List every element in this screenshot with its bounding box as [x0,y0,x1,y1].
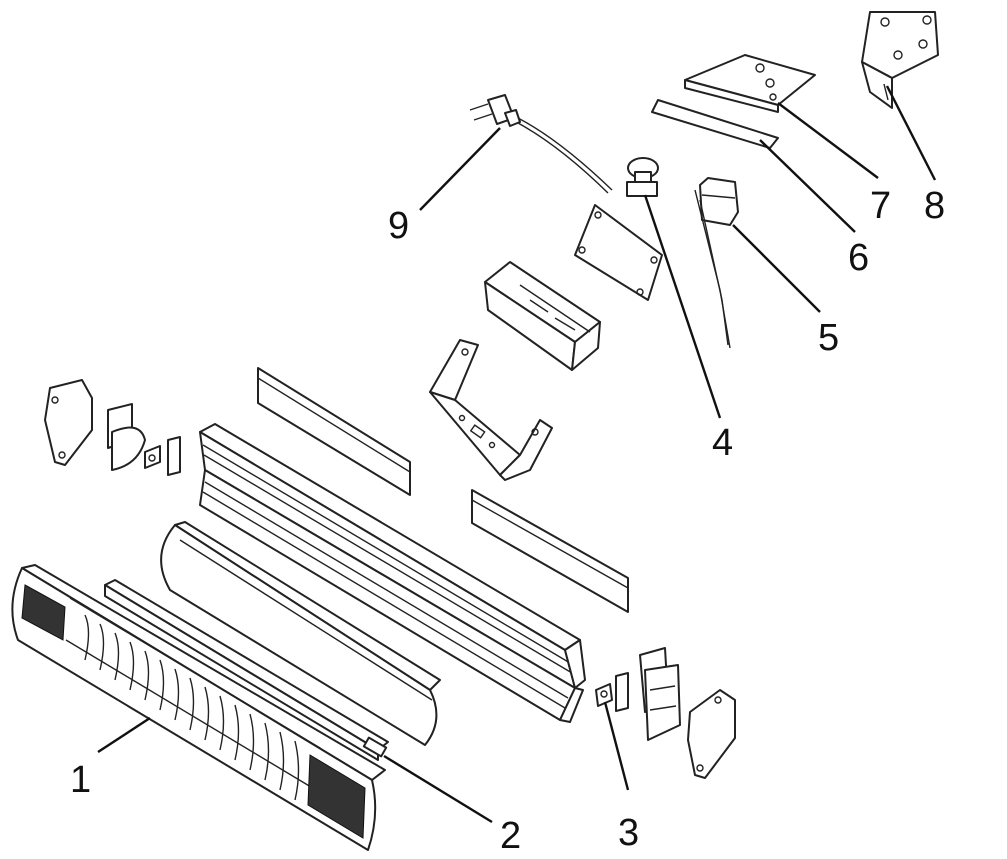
leader-8 [885,85,937,181]
part-u-bracket [429,339,553,481]
part-cover-plate [574,204,663,301]
part-inner-reflector [160,521,441,746]
callout-labels: 1 2 3 4 5 6 7 8 9 [70,185,945,857]
part-end-bracket-right [639,647,681,741]
callout-3: 3 [618,812,639,854]
part-front-grille [11,564,386,851]
callout-6: 6 [848,237,869,279]
part-power-cord [469,94,613,194]
leader-4 [643,194,722,419]
callout-1: 1 [70,759,91,801]
part-top-plate-left [257,367,411,496]
callout-8: 8 [924,185,945,227]
callout-7: 7 [870,185,891,227]
part-heating-element [104,579,389,761]
part-mounting-plate [684,54,816,113]
leader-1 [97,716,151,754]
callout-9: 9 [388,205,409,247]
part-wall-bracket [861,11,939,109]
part-main-body [199,423,586,723]
leader-3 [603,701,630,791]
callout-5: 5 [818,317,839,359]
leader-lines [97,85,937,824]
part-knob [626,157,659,197]
part-end-cap-right [687,689,736,779]
part-end-cap-left [44,379,93,466]
part-switch-housing [694,177,739,349]
leader-9 [419,127,501,211]
part-top-plate-right [471,489,629,613]
leader-7 [777,102,879,179]
leader-2 [383,754,493,824]
part-end-clip-right [595,672,629,712]
leader-5 [732,224,821,313]
part-end-clip-left [107,403,181,476]
part-junction-box [484,261,601,371]
leader-6 [759,139,856,233]
callout-2: 2 [500,815,521,857]
callout-4: 4 [712,422,733,464]
part-gasket-strip [651,99,779,149]
